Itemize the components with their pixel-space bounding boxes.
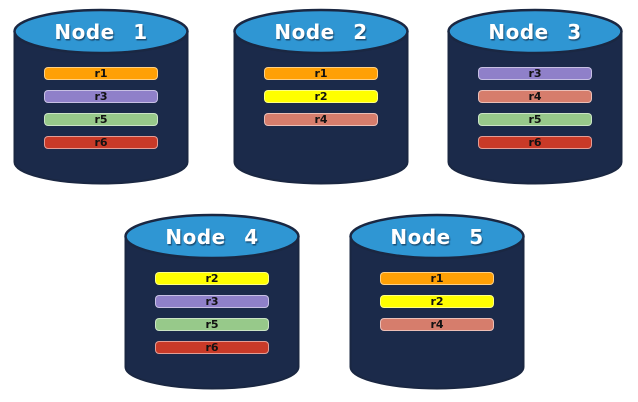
cylinder-top (349, 213, 525, 260)
cylinder-top (447, 8, 623, 55)
node2-replica-r4: r4 (264, 113, 378, 126)
node3-replica-r3: r3 (478, 67, 592, 80)
node-title: Node 3 (488, 19, 582, 44)
node4-replica-r2: r2 (155, 272, 269, 285)
node3-replica-r5: r5 (478, 113, 592, 126)
node2-replica-r2: r2 (264, 90, 378, 103)
cylinder-top (233, 8, 409, 55)
replica-list: r1 r3 r5 r6 (12, 67, 190, 149)
node1-replica-r3: r3 (44, 90, 158, 103)
node-title: Node 1 (54, 19, 148, 44)
replica-list: r1 r2 r4 (348, 272, 526, 331)
node3-replica-r4: r4 (478, 90, 592, 103)
node5-replica-r4: r4 (380, 318, 494, 331)
cylinder-top (124, 213, 300, 260)
node1-replica-r6: r6 (44, 136, 158, 149)
node1-replica-r5: r5 (44, 113, 158, 126)
node-2: Node 2 r1 r2 r4 (232, 8, 410, 186)
node-title: Node 4 (165, 224, 259, 249)
node-1: Node 1 r1 r3 r5 r6 (12, 8, 190, 186)
node5-replica-r2: r2 (380, 295, 494, 308)
node-title: Node 5 (390, 224, 484, 249)
node-3: Node 3 r3 r4 r5 r6 (446, 8, 624, 186)
replica-list: r3 r4 r5 r6 (446, 67, 624, 149)
replica-list: r1 r2 r4 (232, 67, 410, 126)
node2-replica-r1: r1 (264, 67, 378, 80)
cylinder-top (13, 8, 189, 55)
node1-replica-r1: r1 (44, 67, 158, 80)
node4-replica-r5: r5 (155, 318, 269, 331)
node-title: Node 2 (274, 19, 368, 44)
node4-replica-r3: r3 (155, 295, 269, 308)
node-4: Node 4 r2 r3 r5 r6 (123, 213, 301, 391)
node3-replica-r6: r6 (478, 136, 592, 149)
replica-list: r2 r3 r5 r6 (123, 272, 301, 354)
node-5: Node 5 r1 r2 r4 (348, 213, 526, 391)
node5-replica-r1: r1 (380, 272, 494, 285)
node4-replica-r6: r6 (155, 341, 269, 354)
